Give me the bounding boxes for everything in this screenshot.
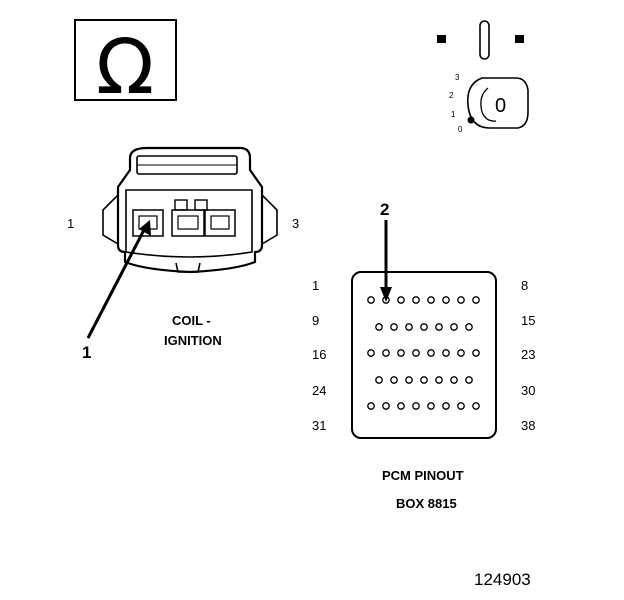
- key-label: 0: [495, 95, 507, 117]
- pcm-pin: [397, 296, 405, 304]
- callout-2-label: 2: [380, 200, 390, 219]
- pcm-pin: [442, 349, 450, 357]
- pcm-pin: [457, 349, 465, 357]
- coil-name-line1: COIL -: [172, 313, 211, 328]
- coil-pin-3-label: 3: [292, 216, 300, 231]
- pcm-pin: [450, 376, 458, 384]
- coil-pin-1-label: 1: [67, 216, 75, 231]
- pcm-pin: [397, 349, 405, 357]
- pcm-row-left-label: 24: [312, 383, 327, 398]
- pcm-pin: [367, 402, 375, 410]
- ohm-symbol-box: [74, 19, 177, 101]
- pcm-row-right-label: 30: [521, 383, 536, 398]
- pcm-pin: [427, 296, 435, 304]
- pcm-pin: [472, 402, 480, 410]
- pcm-connector-outline: [351, 271, 497, 439]
- key-position-0: 0: [458, 125, 463, 134]
- pcm-pin: [472, 349, 480, 357]
- pcm-row-left-label: 9: [312, 313, 320, 328]
- key-position-1: 1: [451, 110, 456, 119]
- key-position-2: 2: [449, 91, 454, 100]
- pcm-pin: [375, 323, 383, 331]
- coil-name-line2: IGNITION: [164, 333, 222, 348]
- pcm-pin: [435, 323, 443, 331]
- pcm-pin: [412, 349, 420, 357]
- pcm-pin: [420, 323, 428, 331]
- pcm-row-left-label: 31: [312, 418, 327, 433]
- pcm-pin: [367, 349, 375, 357]
- pcm-row-right-label: 8: [521, 278, 529, 293]
- pcm-pin: [375, 376, 383, 384]
- pcm-row-right-label: 38: [521, 418, 536, 433]
- callout-2-arrowhead: [380, 287, 392, 302]
- pcm-pin: [412, 402, 420, 410]
- pcm-pin: [405, 376, 413, 384]
- pcm-pin: [382, 402, 390, 410]
- pcm-pin: [435, 376, 443, 384]
- pcm-pin: [367, 296, 375, 304]
- pcm-pin: [457, 296, 465, 304]
- pcm-row-left-label: 1: [312, 278, 320, 293]
- pcm-pin: [465, 376, 473, 384]
- pcm-pin: [412, 296, 420, 304]
- pcm-title-line1: PCM PINOUT: [382, 468, 464, 483]
- ohm-icon: Ω: [96, 22, 154, 111]
- pcm-pin: [382, 349, 390, 357]
- callout-1-label: 1: [82, 343, 92, 362]
- pcm-pin: [405, 323, 413, 331]
- callout-1-arrow: [86, 227, 147, 339]
- ignition-key-icon: [437, 20, 529, 129]
- pcm-row-right-label: 15: [521, 313, 536, 328]
- pcm-title-line2: BOX 8815: [396, 496, 457, 511]
- figure-number: 124903: [474, 570, 531, 589]
- pcm-pin: [427, 402, 435, 410]
- pcm-pin: [390, 323, 398, 331]
- coil-ignition-connector: [102, 146, 278, 274]
- pcm-pin: [390, 376, 398, 384]
- pcm-pin: [465, 323, 473, 331]
- pcm-pin: [450, 323, 458, 331]
- key-position-3: 3: [455, 73, 460, 82]
- pcm-pin: [442, 296, 450, 304]
- callout-1-arrowhead: [139, 220, 151, 236]
- pcm-pin: [420, 376, 428, 384]
- pcm-pin: [397, 402, 405, 410]
- pcm-row-left-label: 16: [312, 347, 327, 362]
- pcm-pin: [442, 402, 450, 410]
- pcm-pin: [427, 349, 435, 357]
- pcm-row-right-label: 23: [521, 347, 536, 362]
- pcm-pin-grid: [367, 296, 480, 410]
- pcm-pin: [457, 402, 465, 410]
- pcm-pin: [472, 296, 480, 304]
